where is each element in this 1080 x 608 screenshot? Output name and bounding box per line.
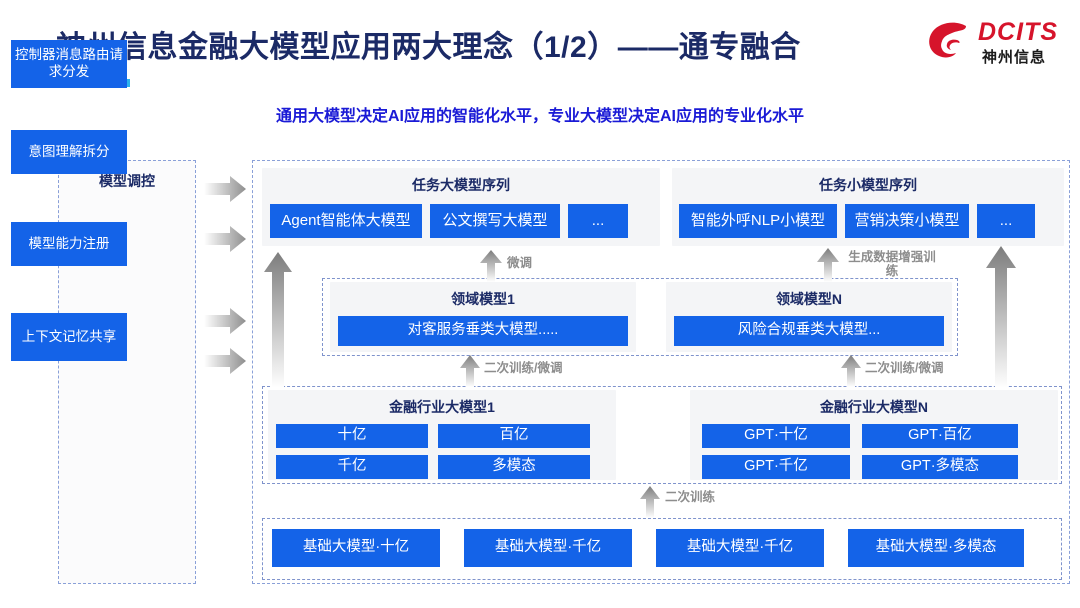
task-box-document-llm[interactable]: 公文撰写大模型 [430, 204, 560, 238]
sidebar-title: 模型调控 [99, 173, 155, 189]
up-arrow-icon-retrain-base [640, 486, 660, 518]
industry-box-n-gpt-hundred-billion[interactable]: GPT·千亿 [702, 455, 850, 479]
sidebar-item-controller-dispatch[interactable]: 控制器消息路由请求分发 [11, 40, 127, 88]
domain-box-customer-service[interactable]: 对客服务垂类大模型..... [338, 316, 628, 346]
right-arrow-icon-4 [204, 348, 246, 374]
right-arrow-icon-3 [204, 308, 246, 334]
task-box-more-large[interactable]: ... [568, 204, 628, 238]
up-arrow-icon-retrain-right [841, 355, 861, 387]
domain-model-n-title: 领域模型N [775, 291, 843, 307]
arrow-label-retrain-finetune-left: 二次训练/微调 [484, 361, 563, 375]
industry-box-1-multimodal[interactable]: 多模态 [438, 455, 590, 479]
page-subtitle: 通用大模型决定AI应用的智能化水平，专业大模型决定AI应用的专业化水平 [275, 108, 804, 125]
up-arrow-icon-data-augment [817, 248, 839, 282]
base-model-box-1[interactable]: 基础大模型·十亿 [272, 529, 440, 567]
arrow-label-fine-tune: 微调 [507, 256, 533, 270]
industry-box-1-billion[interactable]: 十亿 [276, 424, 428, 448]
task-box-outbound-nlp[interactable]: 智能外呼NLP小模型 [679, 204, 837, 238]
arrow-label-retrain: 二次训练 [665, 490, 716, 504]
logo-brand-text: DCITS [978, 18, 1058, 46]
base-model-box-3[interactable]: 基础大模型·千亿 [656, 529, 824, 567]
industry-model-1-title: 金融行业大模型1 [389, 399, 495, 415]
base-model-box-2[interactable]: 基础大模型·千亿 [464, 529, 632, 567]
page-title: 神州信息金融大模型应用两大理念（1/2）——通专融合 [56, 31, 801, 64]
industry-box-n-gpt-multimodal[interactable]: GPT·多模态 [862, 455, 1018, 479]
up-arrow-icon-fine-tune [480, 250, 502, 282]
task-box-more-small[interactable]: ... [977, 204, 1035, 238]
domain-model-1-title: 领域模型1 [451, 291, 515, 307]
right-arrow-icon-1 [204, 176, 246, 202]
up-arrow-icon-retrain-left [460, 355, 480, 387]
task-box-agent-llm[interactable]: Agent智能体大模型 [270, 204, 422, 238]
industry-box-1-ten-billion[interactable]: 百亿 [438, 424, 590, 448]
task-large-model-title: 任务大模型序列 [412, 177, 510, 193]
base-model-box-4[interactable]: 基础大模型·多模态 [848, 529, 1024, 567]
industry-box-n-gpt-ten-billion[interactable]: GPT·百亿 [862, 424, 1018, 448]
industry-box-n-gpt-billion[interactable]: GPT·十亿 [702, 424, 850, 448]
task-small-model-title: 任务小模型序列 [819, 177, 917, 193]
logo-brand-cn: 神州信息 [982, 49, 1047, 66]
domain-box-risk-compliance[interactable]: 风险合规垂类大模型... [674, 316, 944, 346]
right-arrow-icon-2 [204, 226, 246, 252]
sidebar-item-intent-parsing[interactable]: 意图理解拆分 [11, 130, 127, 174]
task-box-marketing-decision[interactable]: 营销决策小模型 [845, 204, 969, 238]
industry-model-n-title: 金融行业大模型N [819, 399, 929, 415]
dcits-swirl-icon [929, 22, 966, 58]
arrow-label-data-augment: 生成数据增强训练 [848, 250, 936, 279]
arrow-label-retrain-finetune-right: 二次训练/微调 [865, 361, 944, 375]
sidebar-item-context-memory[interactable]: 上下文记忆共享 [11, 313, 127, 361]
industry-box-1-hundred-billion[interactable]: 千亿 [276, 455, 428, 479]
company-logo: DCITS 神州信息 [926, 16, 1062, 72]
up-arrow-icon-tall-left [264, 252, 292, 388]
sidebar-item-capability-register[interactable]: 模型能力注册 [11, 222, 127, 266]
up-arrow-icon-tall-right [986, 246, 1016, 388]
